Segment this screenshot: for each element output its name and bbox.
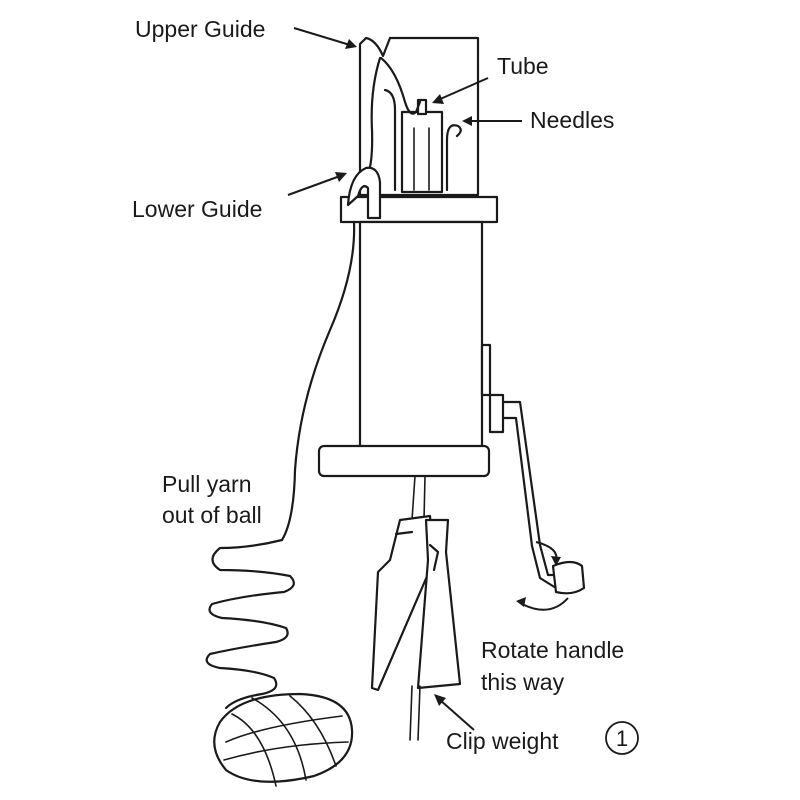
- needles-label: Needles: [530, 107, 614, 133]
- yarn-ball: [213, 692, 354, 787]
- clip-weight: [370, 475, 462, 741]
- needles-arrow: [462, 116, 522, 126]
- rotate-handle-label-line2: this way: [481, 669, 565, 695]
- lower-guide-arrow: [287, 172, 347, 196]
- upper-guide-label: Upper Guide: [135, 16, 265, 42]
- rotation-arrows: [516, 541, 569, 611]
- pull-yarn-label-line2: out of ball: [162, 502, 262, 528]
- lower-guide-label: Lower Guide: [132, 196, 262, 222]
- pull-yarn-label-line1: Pull yarn: [162, 471, 251, 497]
- step-number: 1: [616, 726, 628, 751]
- upper-guide-arrow: [293, 27, 357, 49]
- tube: [400, 98, 444, 194]
- crank-handle[interactable]: [501, 400, 586, 595]
- yarn-upper-guide-path: [366, 56, 422, 177]
- clip-weight-label: Clip weight: [446, 728, 559, 754]
- tube-arrow: [432, 77, 489, 104]
- yarn-to-ball: [205, 220, 356, 710]
- rotate-handle-label-line1: Rotate handle: [481, 637, 624, 663]
- lower-plate: [339, 166, 499, 224]
- needles: [383, 88, 462, 192]
- step-number-badge: 1: [605, 721, 639, 755]
- machine-body: [358, 220, 505, 450]
- base-plate: [317, 444, 491, 478]
- clip-weight-arrow: [434, 694, 475, 731]
- tube-label: Tube: [497, 53, 549, 79]
